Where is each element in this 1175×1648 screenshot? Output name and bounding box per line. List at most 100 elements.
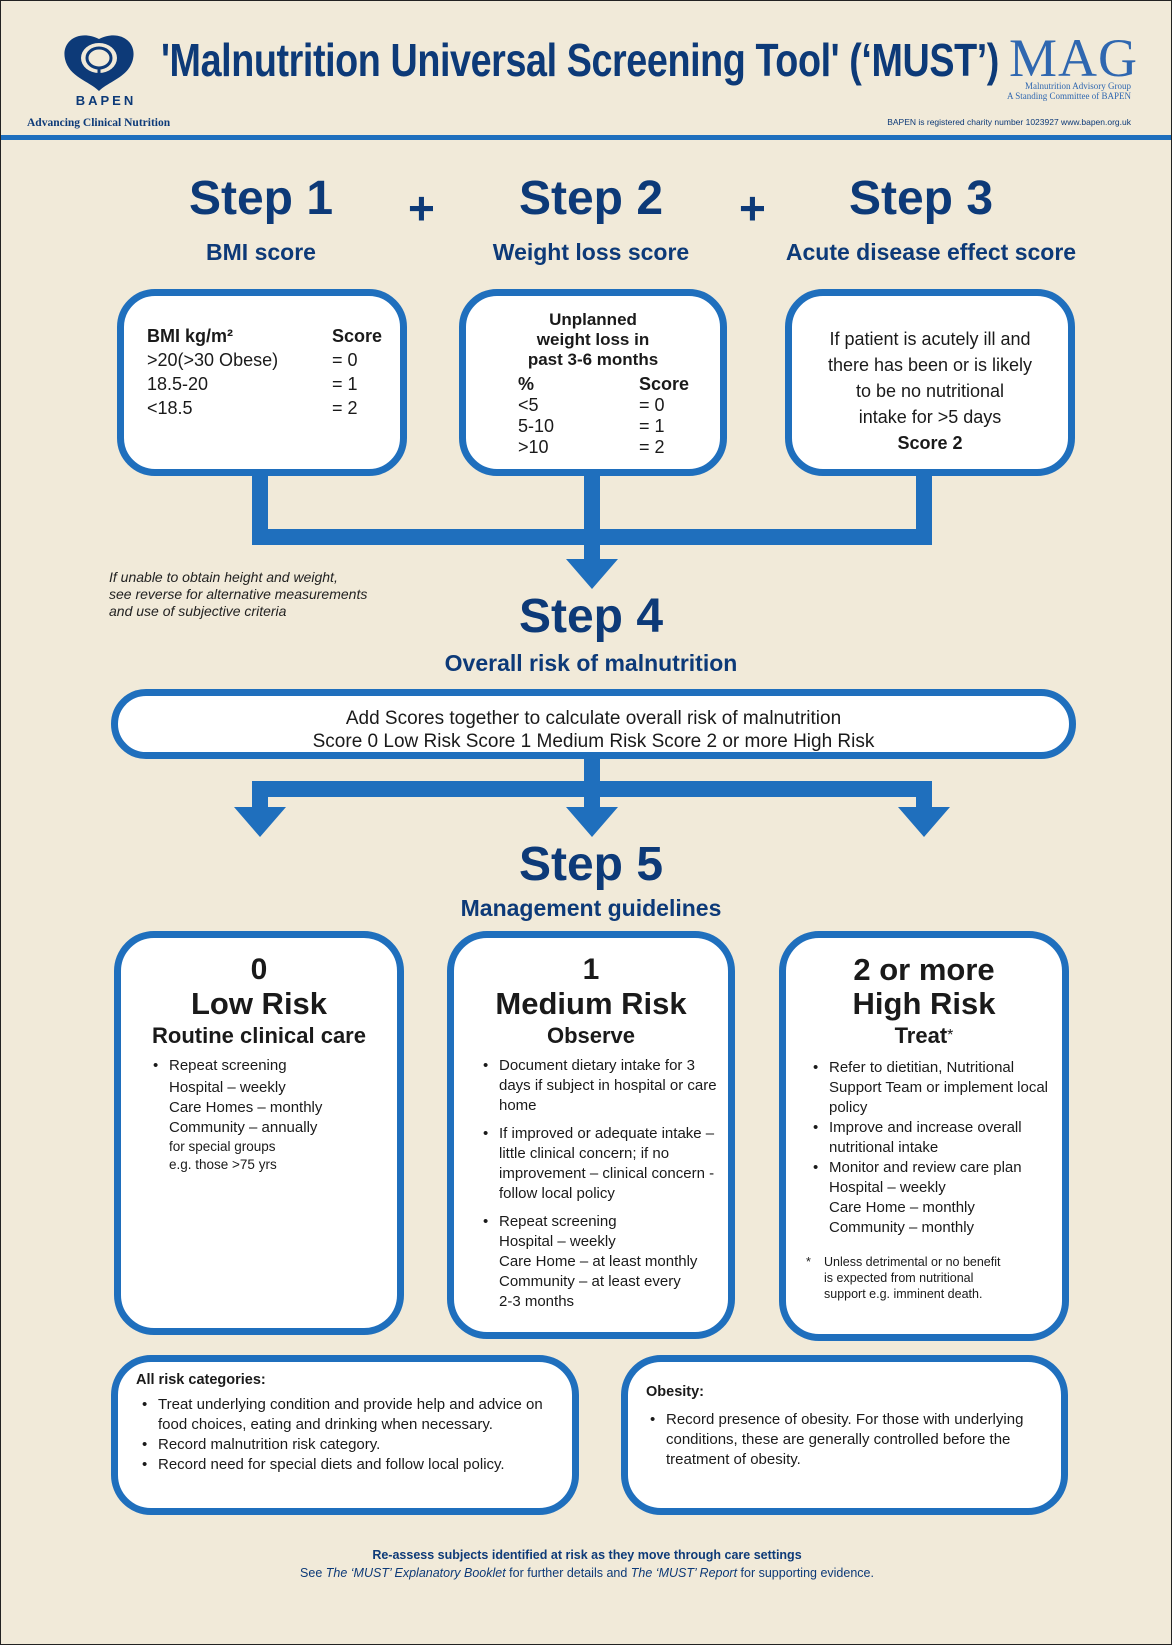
monitor-label: Monitor and review care plan (829, 1159, 1022, 1176)
weight-loss-range: <5 (518, 395, 539, 415)
connector-step3 (916, 471, 932, 541)
schedule-line: e.g. those >75 yrs (169, 1157, 277, 1172)
page-title: 'Malnutrition Universal Screening Tool' … (161, 34, 999, 86)
overall-risk-box: Add Scores together to calculate overall… (111, 689, 1076, 759)
low-risk-box: 0 Low Risk Routine clinical care Repeat … (114, 931, 404, 1335)
footer-text: for further details and (505, 1566, 631, 1580)
bmi-score: = 1 (332, 374, 358, 394)
medium-risk-score: 1 (582, 953, 600, 986)
weight-loss-score: = 1 (639, 416, 665, 436)
acute-disease-line3: to be no nutritional (855, 381, 1005, 401)
plus-sign-1: + (408, 182, 435, 234)
footer-report: The ‘MUST’ Report (630, 1566, 738, 1580)
bmi-score: = 2 (332, 398, 358, 418)
weight-loss-range: 5-10 (518, 416, 555, 436)
step4-heading: Step 4 (518, 590, 664, 643)
obesity-title: Obesity: (646, 1384, 705, 1400)
low-risk-score: 0 (250, 953, 268, 986)
low-risk-action: Routine clinical care (152, 1023, 366, 1048)
footer-text: See (300, 1566, 326, 1580)
weight-loss-row: <5 = 0 (518, 395, 689, 416)
medium-risk-item: If improved or adequate intake – little … (481, 1124, 723, 1204)
medium-risk-item: Repeat screening Hospital – weekly Care … (481, 1212, 723, 1312)
footer-reassess: Re-assess subjects identified at risk as… (372, 1548, 802, 1562)
high-risk-action-word: Treat (894, 1023, 948, 1048)
bmi-range: >20(>30 Obese) (147, 350, 279, 370)
step3-heading: Step 3 (848, 172, 994, 225)
bmi-score-table: BMI kg/m² Score >20(>30 Obese) = 0 18.5-2… (147, 324, 382, 420)
all-risk-item: Treat underlying condition and provide h… (140, 1395, 560, 1435)
acute-disease-score: Score 2 (897, 433, 963, 453)
plus-sign-2: + (739, 182, 766, 234)
footnote-asterisk: * (806, 1255, 811, 1269)
arrow-down-medium-icon (566, 807, 618, 837)
weight-loss-caption-line1: Unplanned (549, 310, 637, 329)
connector-step2 (584, 471, 600, 561)
connector-horizontal-top (252, 529, 932, 545)
org-tagline: Advancing Clinical Nutrition (27, 117, 171, 129)
high-risk-item: Improve and increase overall nutritional… (811, 1118, 1061, 1158)
note-line2: see reverse for alternative measurements (109, 586, 368, 602)
schedule-line: Hospital – weekly (499, 1233, 616, 1250)
mag-subtitle: Malnutrition Advisory Group A Standing C… (961, 81, 1131, 101)
high-risk-asterisk: * (947, 1027, 954, 1044)
footer-booklet: The ‘MUST’ Explanatory Booklet (325, 1566, 506, 1580)
note-line3: and use of subjective criteria (109, 603, 287, 619)
footnote-line: Unless detrimental or no benefit (824, 1255, 1001, 1269)
step2-weight-loss-box: Unplanned weight loss in past 3-6 months… (459, 289, 727, 476)
score-col-header: Score (332, 326, 383, 346)
bapen-wordmark: BAPEN (75, 93, 137, 108)
low-risk-list: Repeat screening (151, 1056, 391, 1076)
acute-disease-line1: If patient is acutely ill and (829, 329, 1031, 349)
high-risk-label: High Risk (852, 986, 996, 1021)
mag-subtitle-line1: Malnutrition Advisory Group (1025, 81, 1131, 91)
footnote-line: support e.g. imminent death. (824, 1287, 983, 1301)
schedule-line: Community – at least every (499, 1273, 681, 1290)
high-risk-item: Refer to dietitian, Nutritional Support … (811, 1058, 1061, 1118)
schedule-line: Care Home – at least monthly (499, 1253, 698, 1270)
high-risk-action: Treat* (786, 1021, 1062, 1051)
bmi-range: 18.5-20 (147, 374, 209, 394)
medium-risk-box: 1 Medium Risk Observe Document dietary i… (447, 931, 735, 1339)
step3-subtitle: Acute disease effect score (785, 239, 1077, 265)
arrow-down-high-icon (898, 807, 950, 837)
connector-left-drop (252, 781, 268, 811)
weight-loss-score-table: % Score <5 = 0 5-10 = 1 >10= 2 (518, 374, 689, 458)
schedule-line: Care Homes – monthly (169, 1099, 323, 1116)
header-rule (1, 135, 1171, 140)
obesity-box: Obesity: Record presence of obesity. For… (621, 1355, 1068, 1515)
all-risk-list: Treat underlying condition and provide h… (140, 1395, 560, 1475)
weight-loss-row: >10= 2 (518, 437, 689, 458)
weight-loss-caption-line3: past 3-6 months (527, 350, 659, 369)
low-risk-item: Repeat screening (151, 1056, 391, 1076)
weight-loss-header-row: % Score (518, 374, 689, 395)
step1-heading: Step 1 (188, 172, 334, 225)
bmi-col-header: BMI kg/m² (147, 326, 234, 346)
schedule-line: Hospital – weekly (829, 1179, 946, 1196)
height-weight-note: If unable to obtain height and weight, s… (109, 569, 367, 620)
bmi-row: <18.5= 2 (147, 396, 382, 420)
step3-acute-disease-box: If patient is acutely ill and there has … (785, 289, 1075, 476)
acute-disease-line4: intake for >5 days (858, 407, 1002, 427)
all-risk-item: Record need for special diets and follow… (140, 1455, 560, 1475)
obesity-list: Record presence of obesity. For those wi… (648, 1410, 1028, 1470)
medium-risk-label: Medium Risk (495, 986, 687, 1021)
arrow-down-step4-icon (566, 559, 618, 589)
overall-risk-line1: Add Scores together to calculate overall… (345, 708, 842, 729)
footer-text: for supporting evidence. (737, 1566, 874, 1580)
medium-risk-action: Observe (546, 1023, 636, 1048)
step5-heading: Step 5 (518, 838, 664, 891)
bmi-score: = 0 (332, 350, 358, 370)
weight-loss-caption: Unplanned weight loss in past 3-6 months (466, 310, 720, 370)
arrow-down-low-icon (234, 807, 286, 837)
mag-logo: MAG (1009, 28, 1139, 88)
step1-bmi-box: BMI kg/m² Score >20(>30 Obese) = 0 18.5-2… (117, 289, 407, 476)
low-risk-body: Repeat screening Hospital – weekly Care … (151, 1056, 391, 1174)
connector-horizontal-bottom (252, 781, 932, 797)
footer-references: See The ‘MUST’ Explanatory Booklet for f… (1, 1566, 1171, 1580)
medium-risk-header: 1 Medium Risk Observe (454, 953, 728, 1051)
low-risk-schedule: Hospital – weekly Care Homes – monthly C… (151, 1078, 391, 1174)
weight-loss-score: = 0 (639, 395, 665, 415)
bapen-logo-icon (64, 35, 134, 91)
all-risk-item: Record malnutrition risk category. (140, 1435, 560, 1455)
